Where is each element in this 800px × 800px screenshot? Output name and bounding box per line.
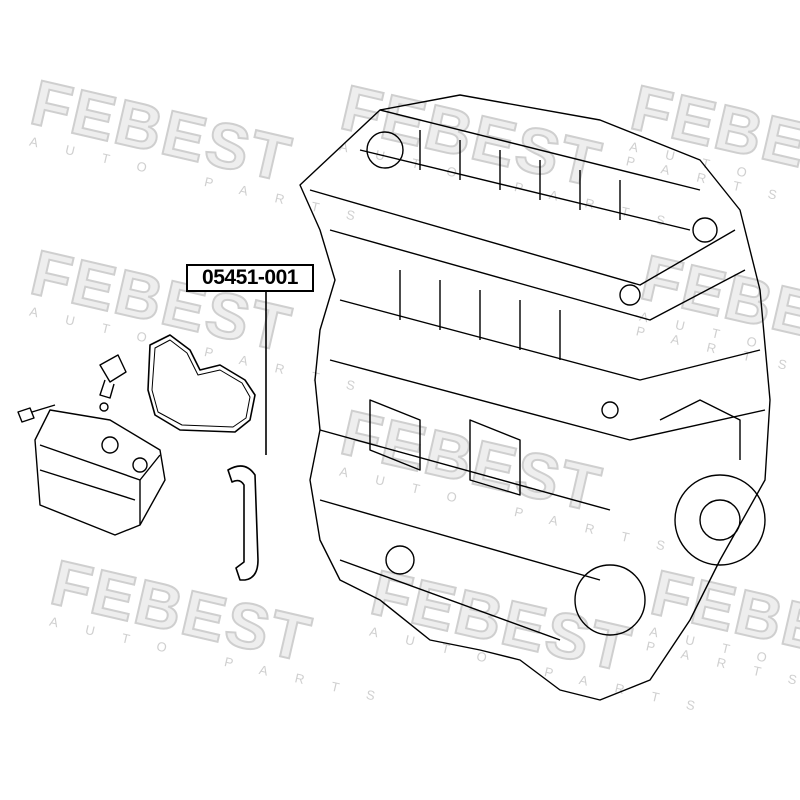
valve-cover <box>34 409 166 536</box>
part-number-callout[interactable]: 05451-001 <box>186 264 314 292</box>
bolt <box>17 404 56 423</box>
valve-cover-gasket <box>147 334 256 433</box>
pcv-hose <box>227 465 259 581</box>
sensor <box>99 354 127 412</box>
engine-assembly <box>299 94 771 701</box>
valve-cover-gasket-inner <box>151 339 251 428</box>
